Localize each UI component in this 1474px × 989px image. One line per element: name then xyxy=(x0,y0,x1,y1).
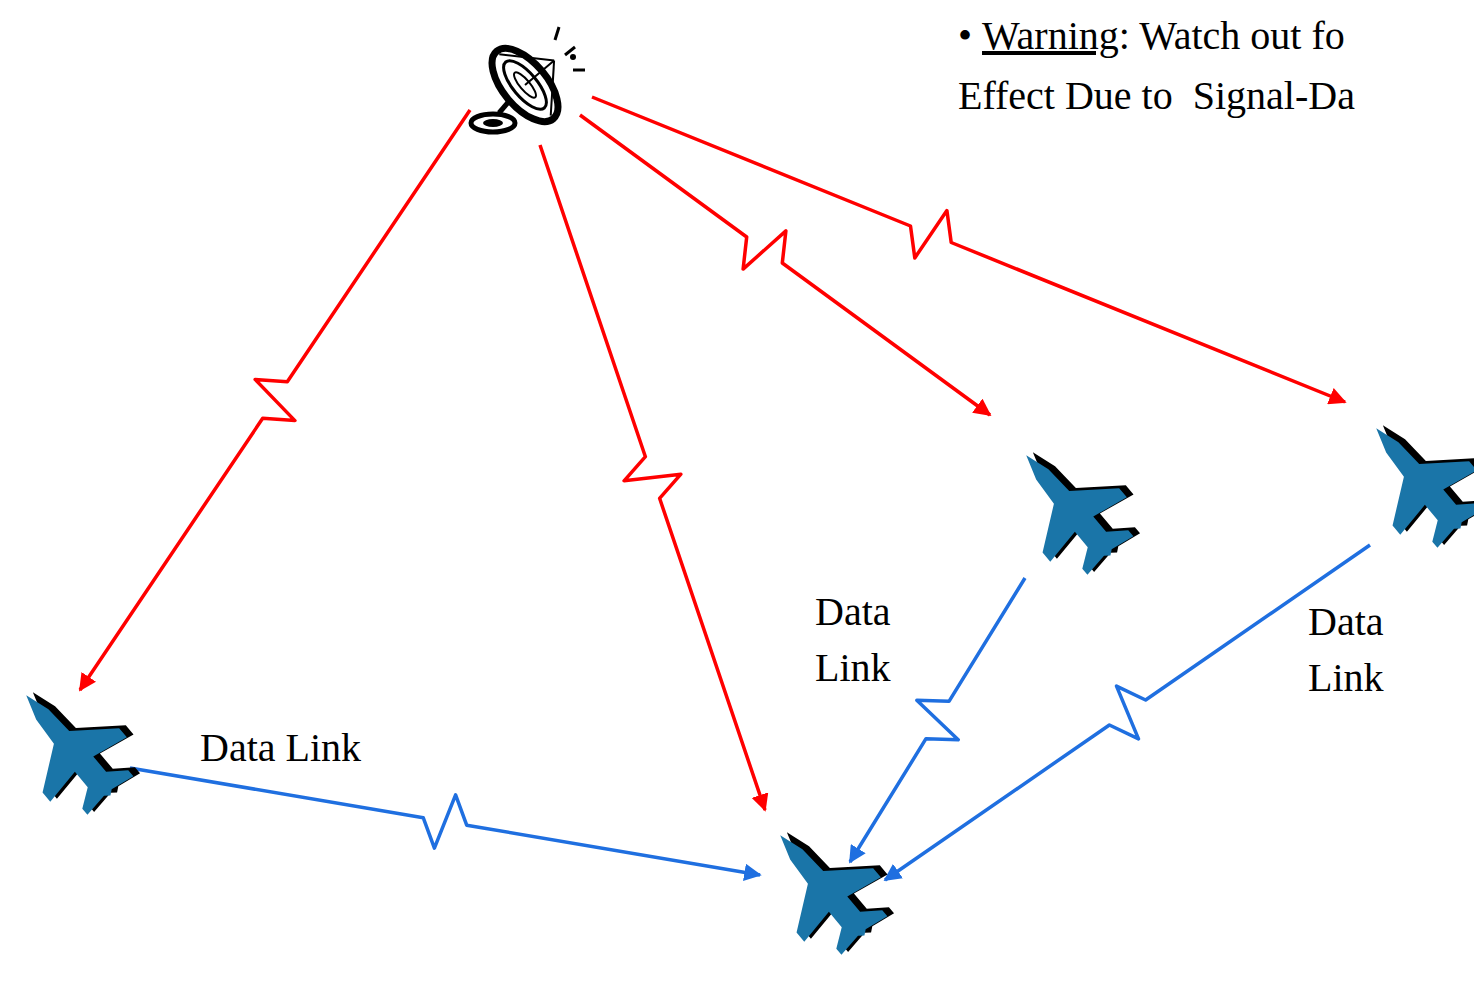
signal-link xyxy=(592,97,1345,402)
jet-icon xyxy=(0,659,155,830)
note-text: • xyxy=(958,13,972,58)
link-label: Data Link xyxy=(200,724,361,772)
signal-link xyxy=(885,545,1370,880)
satellite-dish xyxy=(471,27,585,133)
warning-word: Warning xyxy=(982,13,1119,58)
signal-link xyxy=(80,110,470,690)
link-label: Data Link xyxy=(815,584,915,696)
note-text: Effect Due to Signal-Da xyxy=(958,72,1355,120)
jet-icon xyxy=(1338,392,1474,563)
jet-icon xyxy=(988,419,1155,590)
note-text: : Watch out fo xyxy=(1119,13,1345,58)
signal-link xyxy=(540,145,765,810)
signal-link xyxy=(580,115,990,415)
warning-line: •Warning: Watch out fo xyxy=(958,12,1345,60)
signal-link xyxy=(130,768,760,875)
jet-icon xyxy=(742,799,909,970)
link-label: Data Link xyxy=(1308,594,1408,706)
